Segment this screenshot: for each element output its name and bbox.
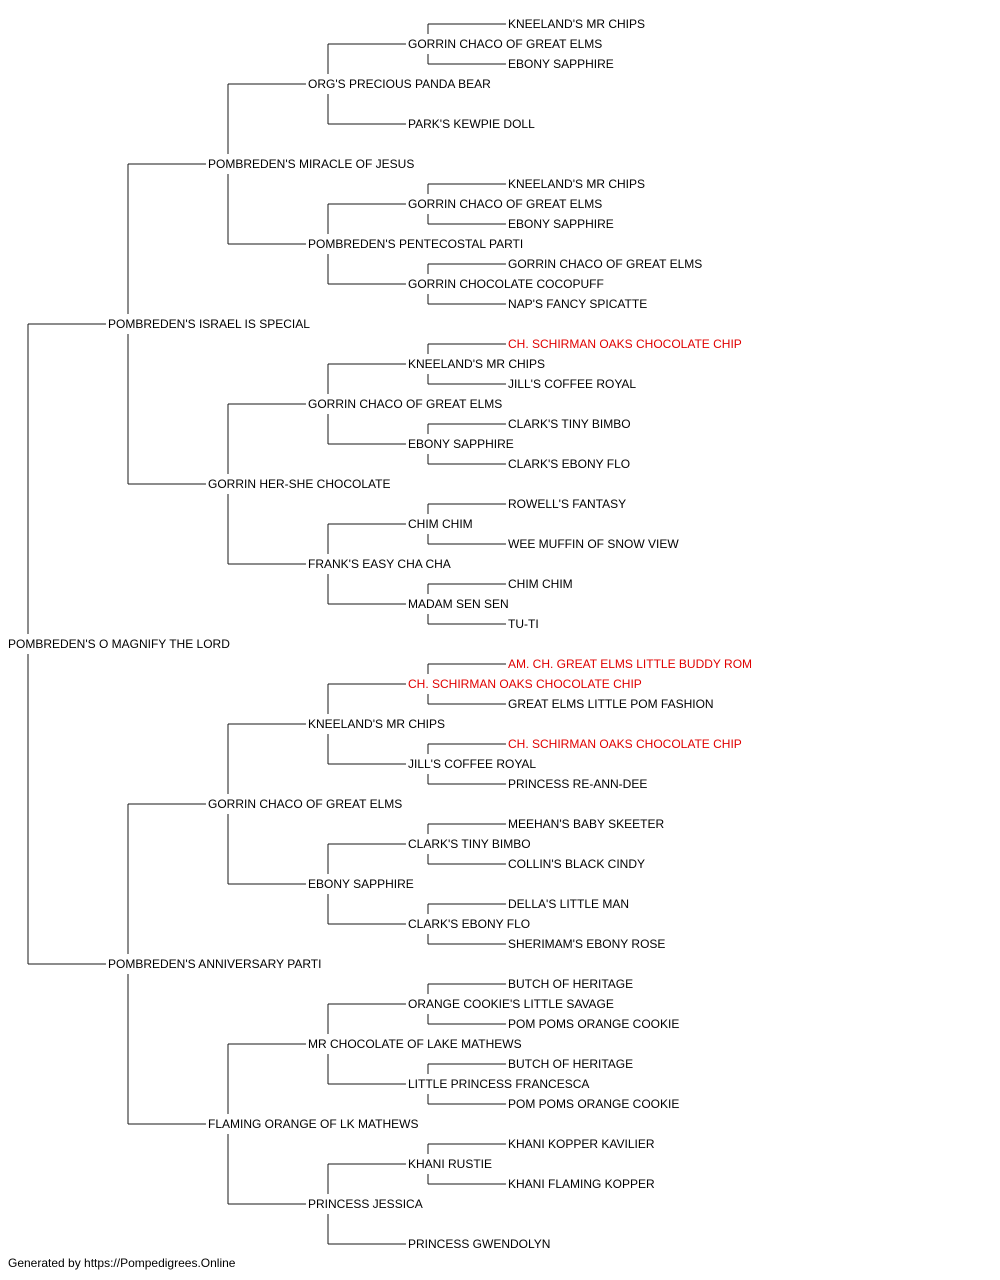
dog-name-gen5: CH. SCHIRMAN OAKS CHOCOLATE CHIP bbox=[508, 737, 742, 751]
dog-name-gen5: CLARK'S EBONY FLO bbox=[508, 457, 630, 471]
dog-name-gen5: EBONY SAPPHIRE bbox=[508, 57, 614, 71]
dog-name-gen4: PRINCESS GWENDOLYN bbox=[408, 1237, 550, 1251]
dog-name-gen5: JILL'S COFFEE ROYAL bbox=[508, 377, 636, 391]
dog-name-gen4: LITTLE PRINCESS FRANCESCA bbox=[408, 1077, 589, 1091]
dog-name-gen5: MEEHAN'S BABY SKEETER bbox=[508, 817, 664, 831]
dog-name-gen4: EBONY SAPPHIRE bbox=[408, 437, 514, 451]
dog-name-gen5: KNEELAND'S MR CHIPS bbox=[508, 17, 645, 31]
dog-name-gen4: CHIM CHIM bbox=[408, 517, 473, 531]
dog-name-labels: POMBREDEN'S O MAGNIFY THE LORD POMBREDEN'… bbox=[8, 17, 752, 1251]
dog-name-gen3: MR CHOCOLATE OF LAKE MATHEWS bbox=[308, 1037, 522, 1051]
dog-name-gen4: GORRIN CHOCOLATE COCOPUFF bbox=[408, 277, 604, 291]
dog-name-gen3: PRINCESS JESSICA bbox=[308, 1197, 423, 1211]
dog-name-gen4: CLARK'S TINY BIMBO bbox=[408, 837, 531, 851]
dog-name-gen4: KNEELAND'S MR CHIPS bbox=[408, 357, 545, 371]
dog-name-gen5: BUTCH OF HERITAGE bbox=[508, 977, 633, 991]
dog-name-gen5: KHANI KOPPER KAVILIER bbox=[508, 1137, 655, 1151]
dog-name-gen2: POMBREDEN'S MIRACLE OF JESUS bbox=[208, 157, 414, 171]
dog-name-gen4: JILL'S COFFEE ROYAL bbox=[408, 757, 536, 771]
dog-name-gen5: ROWELL'S FANTASY bbox=[508, 497, 626, 511]
dog-name-gen5: TU-TI bbox=[508, 617, 539, 631]
dog-name-gen4: GORRIN CHACO OF GREAT ELMS bbox=[408, 197, 602, 211]
dog-name-gen0: POMBREDEN'S O MAGNIFY THE LORD bbox=[8, 637, 230, 651]
dog-name-gen5: NAP'S FANCY SPICATTE bbox=[508, 297, 647, 311]
dog-name-gen5: WEE MUFFIN OF SNOW VIEW bbox=[508, 537, 679, 551]
dog-name-gen5: GORRIN CHACO OF GREAT ELMS bbox=[508, 257, 702, 271]
dog-name-gen4: CH. SCHIRMAN OAKS CHOCOLATE CHIP bbox=[408, 677, 642, 691]
dog-name-gen2: FLAMING ORANGE OF LK MATHEWS bbox=[208, 1117, 418, 1131]
dog-name-gen5: SHERIMAM'S EBONY ROSE bbox=[508, 937, 665, 951]
dog-name-gen4: ORANGE COOKIE'S LITTLE SAVAGE bbox=[408, 997, 614, 1011]
dog-name-gen1: POMBREDEN'S ISRAEL IS SPECIAL bbox=[108, 317, 310, 331]
connector-lines bbox=[27, 23, 506, 1245]
dog-name-gen4: GORRIN CHACO OF GREAT ELMS bbox=[408, 37, 602, 51]
dog-name-gen5: CH. SCHIRMAN OAKS CHOCOLATE CHIP bbox=[508, 337, 742, 351]
dog-name-gen5: PRINCESS RE-ANN-DEE bbox=[508, 777, 647, 791]
dog-name-gen5: BUTCH OF HERITAGE bbox=[508, 1057, 633, 1071]
dog-name-gen3: ORG'S PRECIOUS PANDA BEAR bbox=[308, 77, 491, 91]
dog-name-gen5: GREAT ELMS LITTLE POM FASHION bbox=[508, 697, 714, 711]
dog-name-gen5: KNEELAND'S MR CHIPS bbox=[508, 177, 645, 191]
dog-name-gen4: KHANI RUSTIE bbox=[408, 1157, 492, 1171]
dog-name-gen5: AM. CH. GREAT ELMS LITTLE BUDDY ROM bbox=[508, 657, 752, 671]
dog-name-gen5: CLARK'S TINY BIMBO bbox=[508, 417, 631, 431]
generated-by-footer: Generated by https://Pompedigrees.Online bbox=[8, 1256, 236, 1270]
dog-name-gen3: POMBREDEN'S PENTECOSTAL PARTI bbox=[308, 237, 523, 251]
dog-name-gen5: KHANI FLAMING KOPPER bbox=[508, 1177, 655, 1191]
dog-name-gen3: KNEELAND'S MR CHIPS bbox=[308, 717, 445, 731]
dog-name-gen4: MADAM SEN SEN bbox=[408, 597, 509, 611]
dog-name-gen5: CHIM CHIM bbox=[508, 577, 573, 591]
dog-name-gen5: POM POMS ORANGE COOKIE bbox=[508, 1017, 679, 1031]
dog-name-gen4: CLARK'S EBONY FLO bbox=[408, 917, 530, 931]
dog-name-gen2: GORRIN CHACO OF GREAT ELMS bbox=[208, 797, 402, 811]
dog-name-gen2: GORRIN HER-SHE CHOCOLATE bbox=[208, 477, 390, 491]
dog-name-gen5: COLLIN'S BLACK CINDY bbox=[508, 857, 645, 871]
dog-name-gen3: FRANK'S EASY CHA CHA bbox=[308, 557, 451, 571]
dog-name-gen3: GORRIN CHACO OF GREAT ELMS bbox=[308, 397, 502, 411]
dog-name-gen1: POMBREDEN'S ANNIVERSARY PARTI bbox=[108, 957, 321, 971]
dog-name-gen3: EBONY SAPPHIRE bbox=[308, 877, 414, 891]
dog-name-gen4: PARK'S KEWPIE DOLL bbox=[408, 117, 535, 131]
dog-name-gen5: EBONY SAPPHIRE bbox=[508, 217, 614, 231]
dog-name-gen5: POM POMS ORANGE COOKIE bbox=[508, 1097, 679, 1111]
dog-name-gen5: DELLA'S LITTLE MAN bbox=[508, 897, 629, 911]
